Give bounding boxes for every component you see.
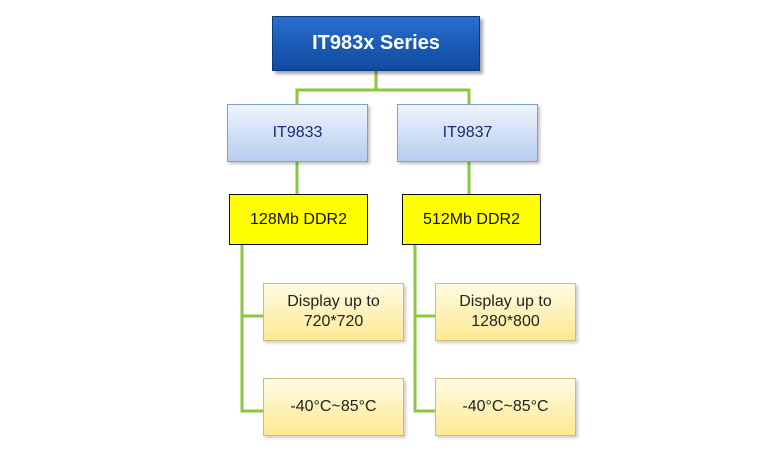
feature-node-display-720: Display up to 720*720 — [263, 283, 404, 341]
feature-node-display-1280: Display up to 1280*800 — [435, 283, 576, 341]
root-node-series: IT983x Series — [272, 16, 480, 71]
feature-label: Display up to 720*720 — [287, 293, 380, 330]
connectors — [240, 69, 471, 413]
chip-label: IT9833 — [272, 124, 323, 141]
root-label: IT983x Series — [312, 32, 440, 54]
memory-label: 512Mb DDR2 — [423, 210, 520, 228]
chip-node-it9833: IT9833 — [227, 104, 368, 162]
feature-label: Display up to 1280*800 — [459, 293, 552, 330]
feature-label: -40°C~85°C — [290, 398, 377, 415]
memory-label: 128Mb DDR2 — [250, 210, 347, 228]
memory-node-128mb: 128Mb DDR2 — [229, 194, 368, 245]
feature-node-temp-left: -40°C~85°C — [263, 378, 404, 436]
feature-node-temp-right: -40°C~85°C — [435, 378, 576, 436]
chip-node-it9837: IT9837 — [397, 104, 538, 162]
chip-label: IT9837 — [442, 124, 493, 141]
feature-label: -40°C~85°C — [462, 398, 549, 415]
memory-node-512mb: 512Mb DDR2 — [402, 194, 541, 245]
